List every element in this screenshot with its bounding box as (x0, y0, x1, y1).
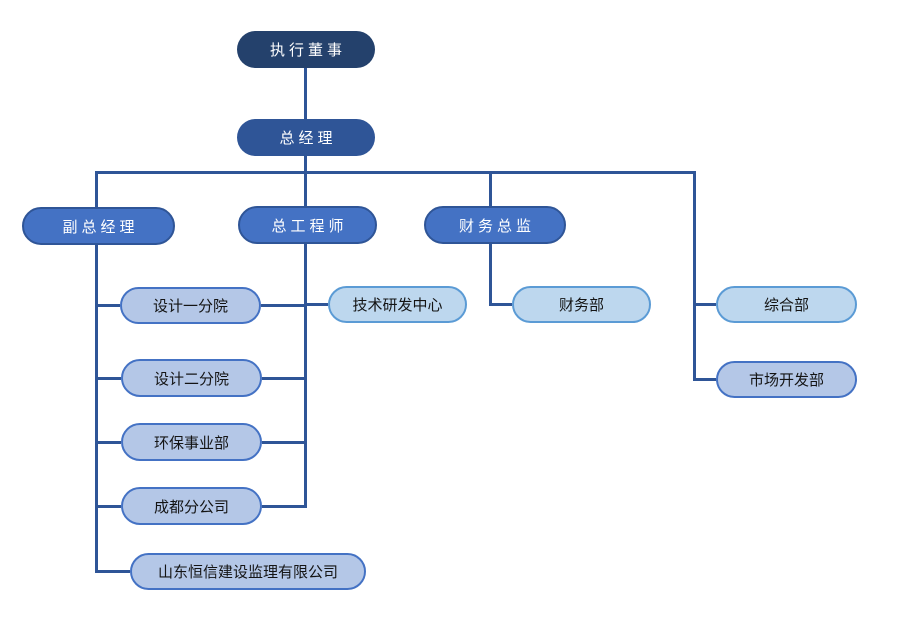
connector-right-spine (693, 171, 696, 381)
connector-to-finance-dept (489, 303, 512, 306)
connector-to-env-right (262, 441, 307, 444)
connector-bus (95, 171, 696, 174)
node-label: 执行董事 (269, 42, 346, 59)
connector-to-design2-right (262, 377, 307, 380)
connector-to-design1-left (95, 304, 120, 307)
connector-to-design1-right (261, 304, 307, 307)
node-market-dev-dept[interactable]: 市场开发部 (716, 361, 857, 398)
node-label: 环保事业部 (153, 434, 229, 452)
node-general-manager[interactable]: 总经理 (237, 119, 375, 156)
connector-to-general-dept (693, 303, 716, 306)
connector-to-market-dept (693, 378, 716, 381)
connector-deputy-spine (95, 245, 98, 573)
node-finance-dept[interactable]: 财务部 (512, 286, 651, 323)
node-deputy-general-manager[interactable]: 副总经理 (22, 207, 175, 245)
node-label: 总经理 (279, 130, 337, 147)
connector-to-chengdu-right (262, 505, 307, 508)
connector-gm-to-bus (304, 156, 307, 172)
connector-bus-to-engineer (304, 171, 307, 206)
node-label: 总工程师 (271, 217, 348, 235)
connector-to-env-left (95, 441, 121, 444)
node-label: 成都分公司 (153, 498, 229, 516)
node-design-branch-1[interactable]: 设计一分院 (120, 287, 261, 324)
connector-to-tech-center (307, 303, 328, 306)
node-chengdu-branch[interactable]: 成都分公司 (121, 487, 262, 525)
connector-bus-to-cfo (489, 171, 492, 206)
node-label: 设计二分院 (153, 370, 229, 388)
node-env-business-dept[interactable]: 环保事业部 (121, 423, 262, 461)
connector-to-chengdu-left (95, 505, 121, 508)
node-label: 财务总监 (458, 217, 535, 235)
node-label: 财务部 (558, 297, 604, 314)
node-label: 设计一分院 (152, 298, 228, 315)
node-tech-rd-center[interactable]: 技术研发中心 (328, 286, 467, 323)
node-label: 综合部 (763, 297, 809, 314)
connector-engineer-spine (304, 244, 307, 507)
node-shandong-hengxin[interactable]: 山东恒信建设监理有限公司 (130, 553, 366, 590)
node-general-dept[interactable]: 综合部 (716, 286, 857, 323)
node-label: 山东恒信建设监理有限公司 (157, 564, 338, 581)
connector-to-shandong (95, 570, 130, 573)
node-label: 市场开发部 (748, 372, 824, 389)
node-finance-director[interactable]: 财务总监 (424, 206, 566, 244)
connector-bus-to-deputy (95, 171, 98, 207)
node-design-branch-2[interactable]: 设计二分院 (121, 359, 262, 397)
connector-to-design2-left (95, 377, 121, 380)
node-label: 技术研发中心 (352, 297, 443, 314)
node-label: 副总经理 (62, 218, 139, 236)
connector-exec-to-gm (304, 68, 307, 120)
node-chief-engineer[interactable]: 总工程师 (238, 206, 377, 244)
connector-cfo-spine (489, 244, 492, 305)
node-executive-director[interactable]: 执行董事 (237, 31, 375, 68)
